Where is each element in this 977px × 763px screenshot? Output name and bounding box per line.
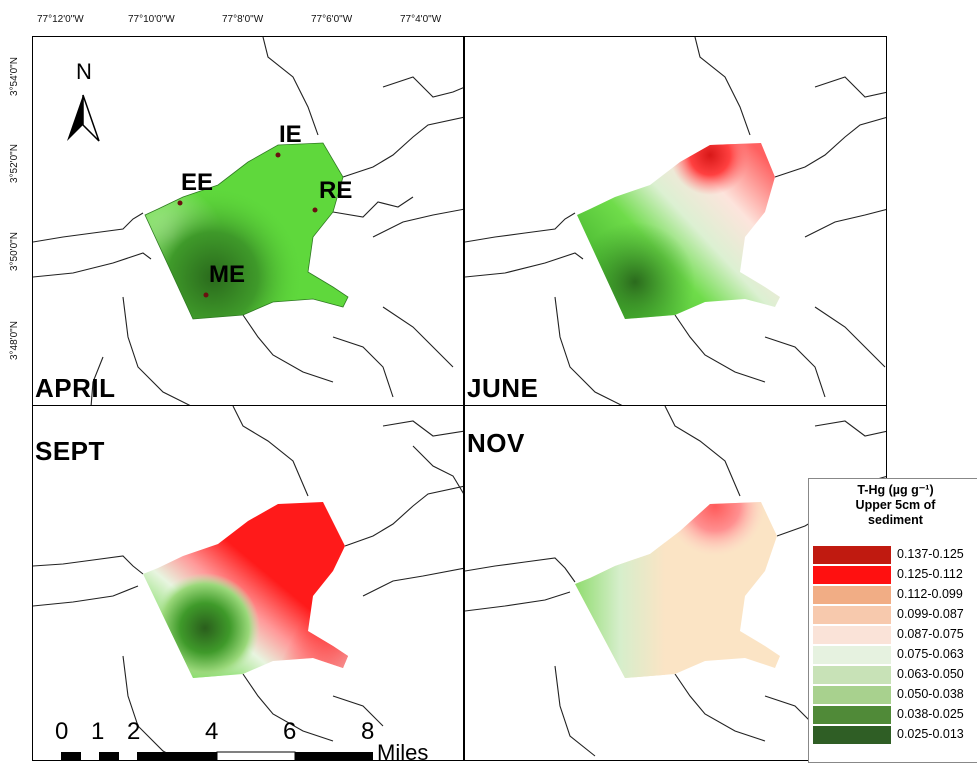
site-marker-me bbox=[203, 292, 209, 298]
sept-map bbox=[33, 406, 463, 760]
scale-bar bbox=[61, 751, 373, 760]
legend-item: 0.137-0.125 bbox=[813, 545, 977, 565]
legend-swatch bbox=[813, 726, 891, 744]
panel-title-nov: NOV bbox=[467, 428, 525, 458]
lat-label-4: 3°48'0"N bbox=[9, 321, 20, 360]
legend-label: 0.112-0.099 bbox=[897, 587, 963, 601]
legend-swatch bbox=[813, 566, 891, 584]
site-label-ee: EE bbox=[181, 169, 214, 196]
legend-swatch bbox=[813, 606, 891, 624]
legend-label: 0.087-0.075 bbox=[897, 627, 964, 641]
scale-tick-2: 2 bbox=[127, 718, 141, 745]
legend-label: 0.075-0.063 bbox=[897, 647, 964, 661]
legend-item: 0.112-0.099 bbox=[813, 585, 977, 605]
legend-label: 0.038-0.025 bbox=[897, 707, 964, 721]
legend-label: 0.063-0.050 bbox=[897, 667, 964, 681]
june-map bbox=[465, 37, 886, 405]
lon-label-3: 77°8'0"W bbox=[222, 14, 264, 25]
lat-label-1: 3°54'0"N bbox=[9, 57, 20, 96]
site-label-re: RE bbox=[319, 177, 353, 204]
lat-label-2: 3°52'0"N bbox=[9, 144, 20, 183]
legend-swatch bbox=[813, 646, 891, 664]
legend-label: 0.125-0.112 bbox=[897, 567, 963, 581]
legend-title-line-2: Upper 5cm of bbox=[855, 498, 936, 512]
april-map bbox=[33, 37, 463, 405]
lon-label-5: 77°4'0"W bbox=[400, 14, 442, 25]
scale-tick-6: 6 bbox=[283, 718, 297, 745]
nov-map bbox=[465, 406, 886, 757]
legend-item: 0.125-0.112 bbox=[813, 565, 977, 585]
scale-tick-0: 0 bbox=[55, 718, 69, 745]
lon-label-1: 77°12'0"W bbox=[37, 14, 84, 25]
site-label-ie: IE bbox=[279, 121, 302, 148]
site-marker-re bbox=[312, 207, 318, 213]
panel-title-april: APRIL bbox=[35, 373, 116, 403]
legend-label: 0.137-0.125 bbox=[897, 547, 964, 561]
site-marker-ie bbox=[275, 152, 281, 158]
map-legend: T-Hg (µg g⁻¹) Upper 5cm of sediment 0.13… bbox=[808, 478, 977, 763]
lon-label-4: 77°6'0"W bbox=[311, 14, 353, 25]
map-panel-june: JUNE bbox=[464, 36, 887, 406]
legend-label: 0.025-0.013 bbox=[897, 727, 964, 741]
map-panel-april: N IE EE RE ME APRIL bbox=[32, 36, 464, 406]
legend-item: 0.075-0.063 bbox=[813, 645, 977, 665]
legend-item: 0.063-0.050 bbox=[813, 665, 977, 685]
scale-unit: Miles bbox=[377, 740, 429, 761]
legend-swatch bbox=[813, 546, 891, 564]
legend-swatch bbox=[813, 686, 891, 704]
lon-label-2: 77°10'0"W bbox=[128, 14, 175, 25]
legend-item: 0.050-0.038 bbox=[813, 685, 977, 705]
map-panel-sept: SEPT 0 1 2 4 6 8 Miles bbox=[32, 405, 464, 761]
legend-item: 0.099-0.087 bbox=[813, 605, 977, 625]
legend-item: 0.038-0.025 bbox=[813, 705, 977, 725]
panel-title-june: JUNE bbox=[467, 373, 539, 403]
legend-item: 0.025-0.013 bbox=[813, 725, 977, 745]
scale-tick-1: 1 bbox=[91, 718, 105, 745]
panel-title-sept: SEPT bbox=[35, 436, 105, 466]
legend-swatch bbox=[813, 706, 891, 724]
legend-label: 0.099-0.087 bbox=[897, 607, 964, 621]
legend-label: 0.050-0.038 bbox=[897, 687, 964, 701]
legend-title-line-3: sediment bbox=[868, 513, 923, 527]
north-arrow-icon bbox=[67, 94, 100, 142]
legend-item: 0.087-0.075 bbox=[813, 625, 977, 645]
legend-swatch bbox=[813, 586, 891, 604]
site-label-me: ME bbox=[209, 261, 245, 288]
lat-label-3: 3°50'0"N bbox=[9, 232, 20, 271]
legend-swatch bbox=[813, 666, 891, 684]
legend-title-line-1: T-Hg (µg g⁻¹) bbox=[857, 483, 934, 497]
site-marker-ee bbox=[177, 200, 183, 206]
north-label: N bbox=[76, 59, 92, 84]
legend-swatch bbox=[813, 626, 891, 644]
scale-tick-4: 4 bbox=[205, 718, 219, 745]
scale-tick-8: 8 bbox=[361, 718, 375, 745]
